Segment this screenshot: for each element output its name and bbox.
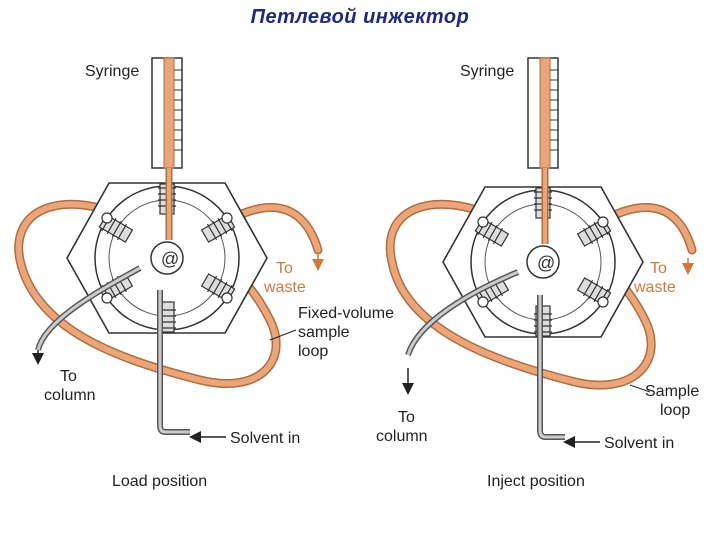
to-column-label-left-2: column xyxy=(44,387,96,404)
to-column-label-right-2: column xyxy=(376,428,428,445)
to-waste-label-left-2: waste xyxy=(263,279,306,296)
to-column-label-right-1: To xyxy=(398,409,415,426)
to-waste-label-left-1: To xyxy=(276,260,293,277)
svg-text:@: @ xyxy=(537,253,555,273)
loop-label-right-1: Sample xyxy=(645,383,699,400)
loop-label-left-3: loop xyxy=(298,343,328,360)
inject-position-diagram: @ Syringe To waste Sample loop To column… xyxy=(376,57,699,490)
caption-right: Inject position xyxy=(487,473,585,490)
to-waste-label-right-1: To xyxy=(650,260,667,277)
load-position-diagram: @ Syringe To waste Fixed-volume sample l… xyxy=(14,57,394,490)
loop-label-left-1: Fixed-volume xyxy=(298,305,394,322)
loop-label-left-2: sample xyxy=(298,324,350,341)
solvent-in-label-left: Solvent in xyxy=(230,430,300,447)
page-title: Петлевой инжектор xyxy=(250,6,470,28)
svg-text:@: @ xyxy=(161,249,179,269)
loop-label-right-2: loop xyxy=(660,402,690,419)
syringe-label-left: Syringe xyxy=(85,63,139,80)
syringe-left xyxy=(151,57,183,169)
syringe-label-right: Syringe xyxy=(460,63,514,80)
to-waste-label-right-2: waste xyxy=(633,279,676,296)
solvent-in-label-right: Solvent in xyxy=(604,435,674,452)
caption-left: Load position xyxy=(112,473,207,490)
syringe-right xyxy=(527,57,559,169)
to-column-label-left-1: To xyxy=(60,368,77,385)
